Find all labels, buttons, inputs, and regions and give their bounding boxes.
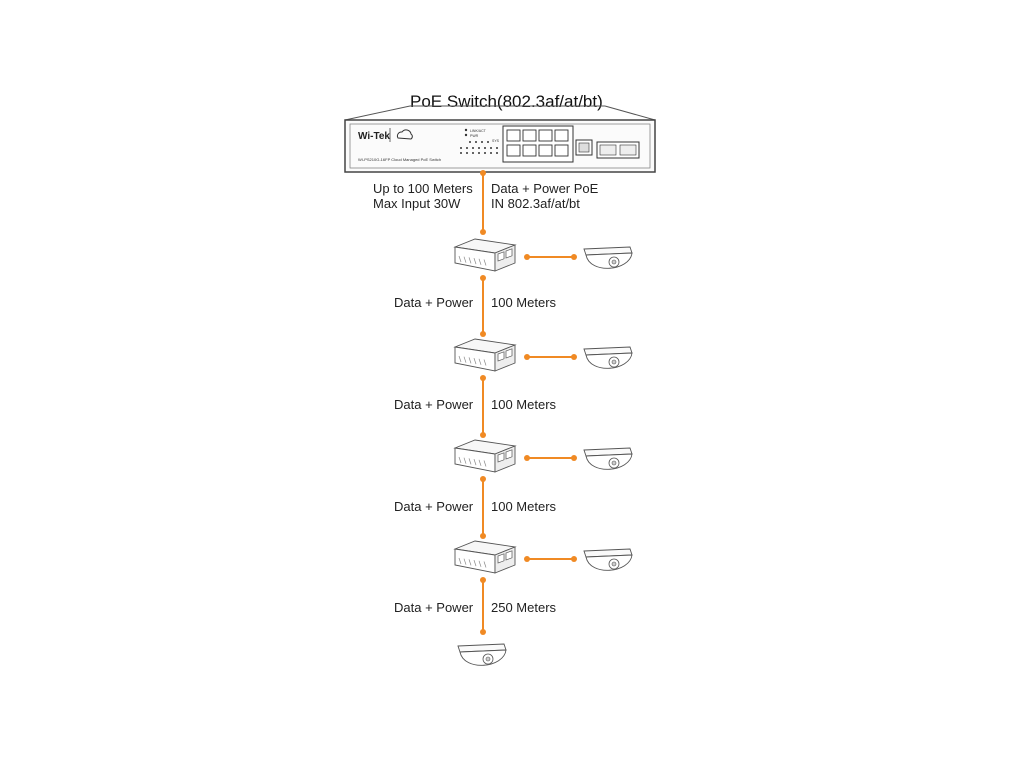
segment-1-type-label: Data + Power [394, 295, 474, 310]
segment-2-distance-label: 100 Meters [491, 397, 557, 412]
camera-4-icon [583, 548, 633, 571]
poe-extender-4 [453, 540, 517, 574]
poe-switch: Wi-Tek WI-PS210G-16FP Cloud Managed PoE … [344, 119, 656, 173]
cloud-icon [396, 129, 413, 140]
segment-3-distance-label: 100 Meters [491, 499, 557, 514]
switch-sfp-ports [596, 141, 640, 159]
uplink-power-label: Max Input 30W [373, 196, 461, 211]
segment-2-type-label: Data + Power [394, 397, 474, 412]
extender-chain [453, 170, 633, 666]
link-segment-1-dot-end [480, 331, 486, 337]
switch-led-label-linkact: LINK/ACT [470, 129, 487, 133]
link-extender-1-to-camera-dot-end [571, 254, 577, 260]
link-extender-1-to-camera-dot-start [524, 254, 530, 260]
link-segment-2-dot-end [480, 432, 486, 438]
camera-5-icon [457, 643, 507, 666]
link-extender-2-to-camera-dot-end [571, 354, 577, 360]
link-segment-3-dot-end [480, 533, 486, 539]
switch-console-port [575, 139, 593, 156]
uplink-poe-label: Data + Power PoE [491, 181, 599, 196]
link-switch-to-extender-1-dot-end [480, 229, 486, 235]
poe-extender-2 [453, 338, 517, 372]
link-extender-3-to-camera-dot-start [524, 455, 530, 461]
camera-2-icon [583, 346, 633, 369]
link-extender-3-to-camera-dot-end [571, 455, 577, 461]
camera-3-icon [583, 447, 633, 470]
switch-led-label-pwr: PWR [470, 134, 479, 138]
link-segment-3-dot-start [480, 476, 486, 482]
switch-brand-logo: Wi-Tek [358, 131, 390, 142]
segment-4-distance-label: 250 Meters [491, 600, 557, 615]
switch-rj45-ports [506, 129, 569, 157]
segment-4-type-label: Data + Power [394, 600, 474, 615]
link-extender-2-to-camera-dot-start [524, 354, 530, 360]
poe-extender-3 [453, 439, 517, 473]
link-segment-2-dot-start [480, 375, 486, 381]
uplink-distance-label: Up to 100 Meters [373, 181, 473, 196]
camera-1-icon [583, 246, 633, 269]
switch-top-lines [344, 105, 656, 121]
link-segment-4-dot-start [480, 577, 486, 583]
link-switch-to-extender-1-dot-start [480, 170, 486, 176]
switch-model-text: WI-PS210G-16FP Cloud Managed PoE Switch [358, 157, 441, 162]
switch-led-label-sys: SYS [492, 139, 500, 143]
link-extender-4-to-camera-dot-start [524, 556, 530, 562]
link-segment-1-dot-start [480, 275, 486, 281]
segment-1-distance-label: 100 Meters [491, 295, 557, 310]
uplink-standard-label: IN 802.3af/at/bt [491, 196, 580, 211]
switch-led-panel [460, 128, 498, 154]
link-extender-4-to-camera-dot-end [571, 556, 577, 562]
segment-3-type-label: Data + Power [394, 499, 474, 514]
link-segment-4-dot-end [480, 629, 486, 635]
poe-extender-1 [453, 238, 517, 272]
